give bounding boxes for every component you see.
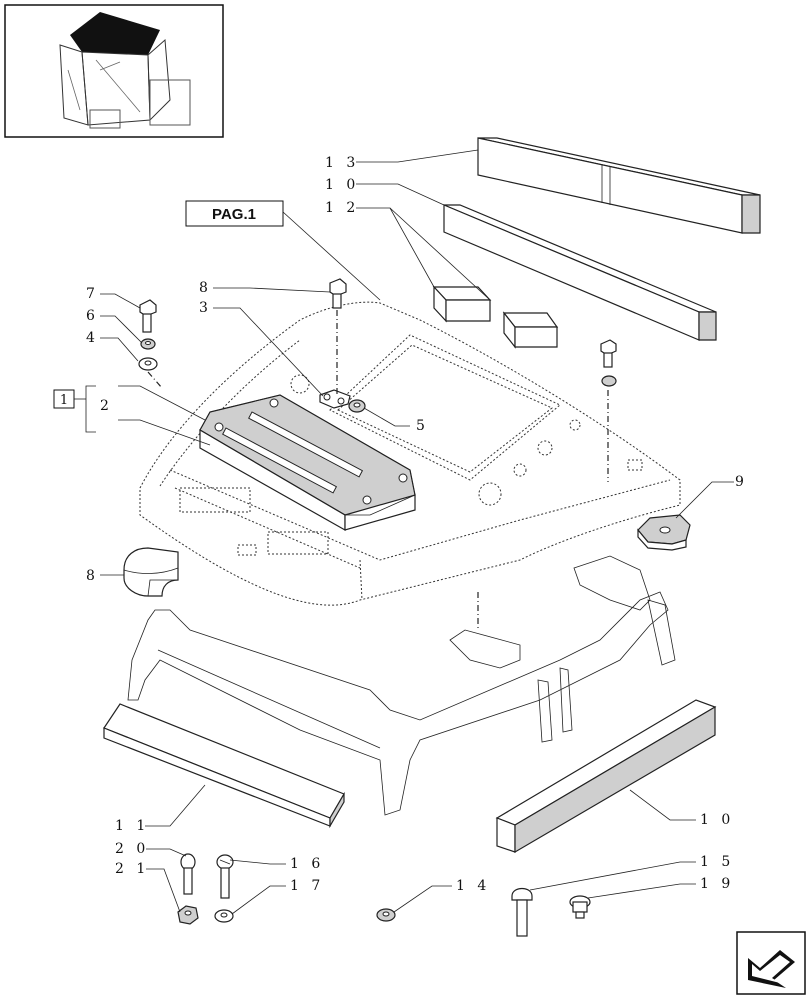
- bolt-right: [600, 339, 617, 482]
- foam-strip-10-top: [443, 204, 717, 341]
- foam-strip-11: [103, 703, 345, 829]
- callout-labels: 1 3 1 0 1 2 8 3 7 6 4 2 5 9 8 1 1 1 0 2 …: [86, 155, 748, 894]
- callout-21: 2 1: [115, 861, 149, 877]
- foam-strip-10-bottom: [495, 699, 717, 854]
- tractor-cab-thumbnail-icon: [4, 4, 224, 138]
- nut-5: [348, 399, 366, 413]
- washer-14: [376, 908, 396, 922]
- callout-3: 3: [199, 300, 212, 316]
- cab-frame: [127, 555, 676, 816]
- bracket-9: [637, 514, 691, 551]
- screw-19: [569, 895, 591, 919]
- callout-12: 1 2: [325, 200, 359, 216]
- washer-6: [140, 338, 156, 350]
- foam-block-12b: [502, 311, 559, 349]
- foam-strip-13: [477, 137, 761, 234]
- callout-17: 1 7: [290, 878, 324, 894]
- callout-9: 9: [735, 474, 748, 490]
- callout-10-top: 1 0: [325, 177, 359, 193]
- callout-8-left: 8: [86, 568, 99, 584]
- callout-10-bottom: 1 0: [700, 812, 734, 828]
- foam-block-12a: [432, 285, 492, 323]
- page-reference-box[interactable]: PAG.1: [185, 200, 284, 227]
- callout-19: 1 9: [700, 876, 734, 892]
- group-box: 1: [53, 389, 86, 409]
- callout-16: 1 6: [290, 856, 324, 872]
- callout-13: 1 3: [325, 155, 359, 171]
- callout-15: 1 5: [700, 854, 734, 870]
- callout-6: 6: [86, 308, 99, 324]
- bolt-7: [139, 299, 157, 333]
- callout-4: 4: [86, 330, 99, 346]
- screw-16: [216, 854, 234, 899]
- callout-14: 1 4: [456, 878, 490, 894]
- leader-lines: [85, 149, 734, 915]
- callout-2: 2: [100, 398, 113, 414]
- washer-17: [214, 909, 234, 923]
- bolt-15: [511, 887, 533, 937]
- callout-8-top: 8: [199, 280, 212, 296]
- bracket-3: [319, 389, 351, 409]
- headliner-panel-2: [199, 394, 416, 532]
- callout-20: 2 0: [115, 841, 149, 857]
- bolt-20: [180, 853, 196, 895]
- callout-5: 5: [416, 418, 429, 434]
- group-box-label: 1: [60, 393, 68, 408]
- pad-8-left: [123, 547, 179, 597]
- cab-roof: [139, 301, 681, 606]
- callout-7: 7: [86, 286, 99, 302]
- nut-21: [177, 905, 199, 925]
- callout-11: 1 1: [115, 818, 149, 834]
- next-page-arrow-icon[interactable]: [736, 931, 806, 995]
- bolt-8-top: [329, 278, 347, 395]
- spacer-4: [138, 357, 163, 389]
- page-reference-label: PAG.1: [212, 206, 256, 223]
